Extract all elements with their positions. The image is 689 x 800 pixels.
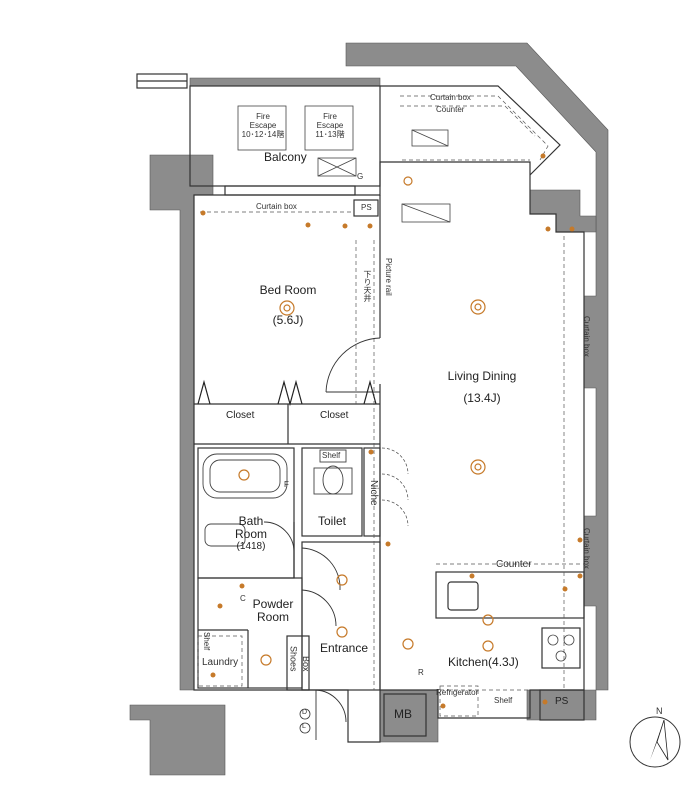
- compass: [629, 716, 681, 768]
- room-outlines: [136, 73, 585, 743]
- mb-label: MB: [394, 707, 412, 721]
- refrigerator-label: Refrigerator: [436, 688, 479, 697]
- fire-escape-2-floors: 11･13階: [315, 130, 345, 140]
- fire-escape-2-line2: Escape: [316, 121, 344, 131]
- shoes-box-line1: Shoes: [288, 646, 299, 672]
- curtain-box-bedroom-label: Curtain box: [256, 202, 297, 211]
- balcony-label: Balcony: [264, 150, 307, 164]
- niche-label: Niche: [368, 480, 379, 506]
- living-dining-label: Living Dining (13.4J): [438, 369, 526, 406]
- bath-size: (1418): [236, 541, 266, 553]
- toilet-label: Toilet: [318, 514, 347, 528]
- curtain-box-right-1-label: Curtain box: [582, 316, 591, 357]
- bathtub: [202, 453, 288, 547]
- toilet-fixture: [313, 449, 353, 495]
- laundry-label: Laundry: [202, 657, 239, 668]
- closet-1-label: Closet: [226, 410, 255, 421]
- fire-escape-1: Fire Escape 10･12･14階: [240, 112, 286, 140]
- closet-doors: [197, 379, 377, 407]
- bath-room-label: Bath Room (1418): [226, 514, 276, 553]
- bath-name-1: Bath: [238, 514, 264, 528]
- living-dining-size: (13.4J): [463, 390, 501, 405]
- shelf-toilet-label: Shelf: [322, 451, 341, 460]
- powder-name-2: Room: [256, 610, 289, 625]
- compass-n-label: N: [656, 706, 663, 716]
- bath-name-2: Room: [234, 527, 267, 542]
- shelf-kitchen-label: Shelf: [494, 696, 513, 705]
- dashed-lines: [197, 95, 584, 717]
- symbol-c: C: [240, 594, 246, 603]
- closet-2-label: Closet: [320, 410, 349, 421]
- curtain-box-right-2-label: Curtain box: [582, 528, 591, 569]
- balcony-fixtures: [237, 105, 451, 223]
- symbol-r: R: [418, 668, 424, 677]
- bedroom-name: Bed Room: [259, 283, 317, 297]
- shelf-laundry-label: Shelf: [202, 632, 211, 651]
- kitchen-label: Kitchen(4.3J): [448, 655, 519, 669]
- ps-top-label: PS: [361, 203, 372, 212]
- symbol-f: F: [284, 480, 289, 489]
- powder-room-label: Powder Room: [246, 597, 300, 625]
- fire-escape-1-line2: Escape: [249, 121, 277, 131]
- counter-top-label: Counter: [436, 105, 465, 114]
- fire-escape-2-line1: Fire: [323, 112, 337, 121]
- entrance-label: Entrance: [320, 641, 369, 655]
- symbol-g: G: [357, 172, 364, 181]
- fire-escape-2: Fire Escape 11･13階: [307, 112, 353, 140]
- fire-escape-1-line1: Fire: [256, 112, 270, 121]
- entrance-markers: [299, 708, 311, 734]
- bedroom-label: Bed Room (5.6J): [252, 283, 324, 328]
- living-dining-name: Living Dining: [447, 369, 517, 383]
- outlets: [200, 153, 583, 709]
- door-swings: [263, 337, 381, 740]
- niche-doors: [381, 447, 409, 527]
- bedroom-size: (5.6J): [272, 312, 304, 327]
- counter-kitchen-label: Counter: [496, 559, 532, 570]
- picture-rail-label: Picture rail: [384, 258, 393, 296]
- walls: [129, 42, 609, 776]
- shoes-box-label: Shoes Box: [288, 646, 312, 674]
- ps-bottom-label: PS: [555, 696, 569, 707]
- symbol-d: D: [302, 709, 308, 716]
- ceiling-lights: [238, 176, 494, 666]
- symbol-l: L: [302, 723, 306, 730]
- curtain-box-top-label: Curtain box: [430, 93, 471, 102]
- shoes-box-line2: Box: [301, 656, 312, 672]
- fire-escape-1-floors: 10･12･14階: [241, 130, 285, 140]
- cooktop-burners: [547, 634, 575, 662]
- powder-name-1: Powder: [252, 597, 294, 611]
- lowered-ceiling-label: 下り天井: [363, 270, 372, 302]
